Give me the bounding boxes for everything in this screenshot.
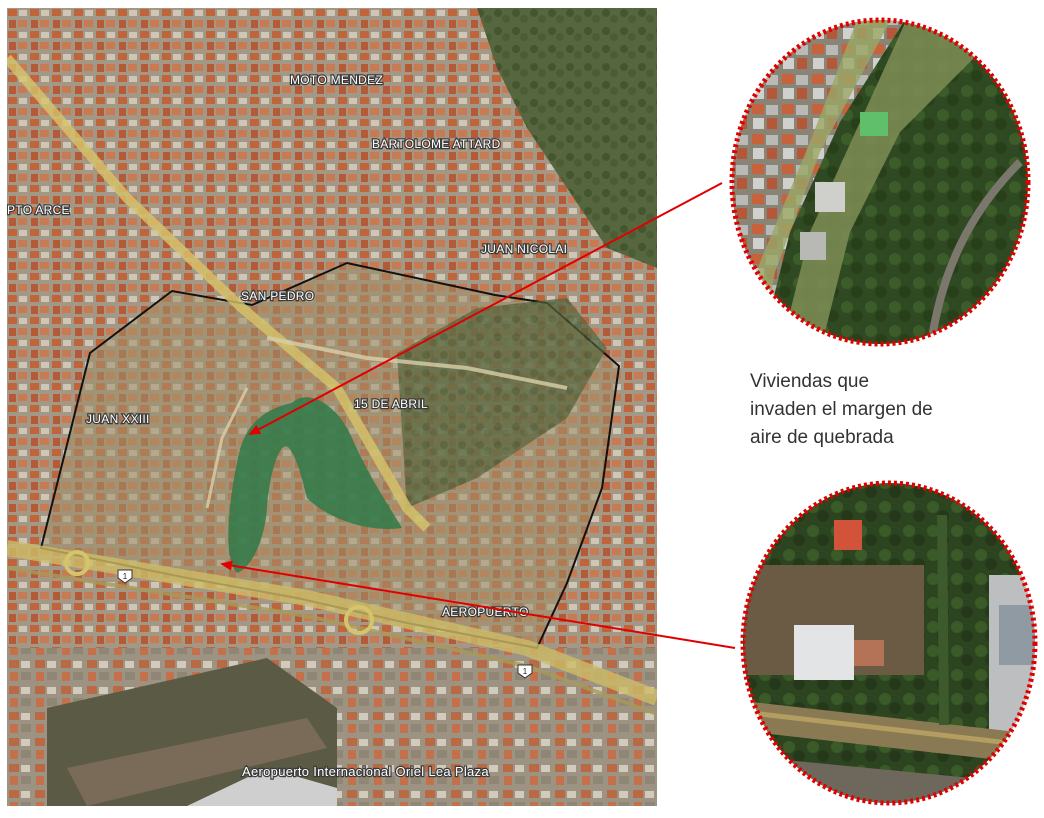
label-aeropuerto: AEROPUERTO xyxy=(442,605,529,619)
label-juan-xxiii: JUAN XXIII xyxy=(86,412,150,426)
main-avenue xyxy=(7,54,431,532)
hill-vegetation xyxy=(477,8,657,268)
side-street xyxy=(205,387,249,509)
satellite-map[interactable]: 1 1 MOTO MENDEZ BARTOLOME ATTARD JUAN NI… xyxy=(7,8,657,806)
label-juan-nicolai: JUAN NICOLAI xyxy=(481,242,567,256)
quebrada-vegetation xyxy=(397,298,607,508)
zoom-inset-bottom xyxy=(734,475,1044,813)
svg-text:1: 1 xyxy=(523,667,528,676)
label-15-de-abril: 15 DE ABRIL xyxy=(354,397,428,411)
map-canvas: 1 1 MOTO MENDEZ BARTOLOME ATTARD JUAN NI… xyxy=(7,8,657,806)
caption-text: Viviendas que invaden el margen de aire … xyxy=(750,368,1010,452)
label-airport: Aeropuerto Internacional Oriel Lea Plaza xyxy=(242,764,489,779)
roundabout-east xyxy=(344,605,374,635)
svg-text:1: 1 xyxy=(123,572,128,581)
airport-field xyxy=(67,718,327,806)
route-shield-1: 1 xyxy=(117,569,133,584)
arrow-bottom-inset xyxy=(220,560,736,649)
arrow-top-inset xyxy=(248,182,723,435)
caption-line-1: Viviendas que xyxy=(750,371,870,392)
route-1-highway xyxy=(7,540,657,706)
protected-green-area xyxy=(228,397,402,573)
label-san-pedro: SAN PEDRO xyxy=(241,289,314,303)
label-bartolome-attard: BARTOLOME ATTARD xyxy=(372,137,501,151)
caption-line-3: aire de quebrada xyxy=(750,427,894,448)
label-puerto-arce: PTO ARCE xyxy=(7,203,70,217)
zoom-inset-top xyxy=(720,12,1040,352)
label-moto-mendez: MOTO MENDEZ xyxy=(290,73,383,87)
caption-line-2: invaden el margen de xyxy=(750,399,933,420)
route-1-highway-lane xyxy=(7,566,657,716)
secondary-avenue xyxy=(266,336,568,390)
roundabout-west xyxy=(64,550,90,576)
airport-runway xyxy=(187,768,337,806)
route-shield-2: 1 xyxy=(517,664,533,679)
